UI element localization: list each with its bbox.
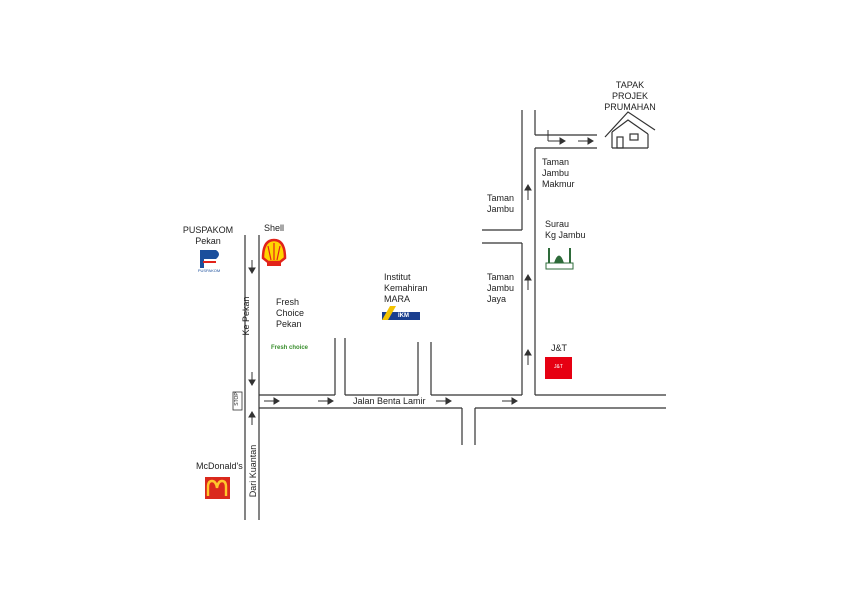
label-fresh-choice-pekan: Fresh Choice Pekan — [276, 297, 305, 329]
label-puspakom-pekan: PUSPAKOM Pekan — [182, 225, 234, 246]
stop-sign-icon — [232, 391, 243, 411]
ikm-logo-text: IKM — [398, 313, 409, 319]
road-lines — [244, 110, 666, 520]
direction-arrows — [248, 130, 594, 425]
label-taman-jambu-makmur: Taman Jambu Makmur — [542, 157, 575, 189]
fresh-choice-logo: Fresh choice — [271, 345, 309, 351]
jnt-logo-text: J&T — [554, 364, 563, 370]
puspakom-logo-text: PUSPAKOM — [197, 268, 221, 273]
mcdonalds-logo-icon — [205, 477, 230, 499]
label-jnt: J&T — [551, 343, 568, 353]
label-dari-kuantan: Dari Kuantan — [248, 444, 258, 498]
puspakom-logo-icon — [200, 250, 219, 268]
label-shell: Shell — [264, 223, 285, 233]
label-taman-jambu-jaya: Taman Jambu Jaya — [487, 272, 515, 304]
label-surau-kg-jambu: Surau Kg Jambu — [545, 219, 586, 240]
house-icon — [604, 111, 656, 149]
jnt-logo-icon — [545, 357, 572, 379]
label-institut-kemahiran-mara: Institut Kemahiran MARA — [384, 272, 428, 304]
label-tapak-projek: TAPAK PROJEK PRUMAHAN — [604, 80, 656, 112]
stop-sign-text: STOP — [234, 392, 240, 406]
label-jalan-benta-lamir: Jalan Benta Lamir — [352, 396, 427, 407]
mosque-icon — [545, 248, 574, 270]
shell-logo-icon — [261, 238, 287, 266]
label-mcdonalds: McDonald's — [196, 461, 243, 471]
ikm-logo-icon — [382, 306, 420, 320]
label-taman-jambu: Taman Jambu — [487, 193, 515, 214]
label-ke-pekan: Ke Pekan — [241, 296, 251, 336]
